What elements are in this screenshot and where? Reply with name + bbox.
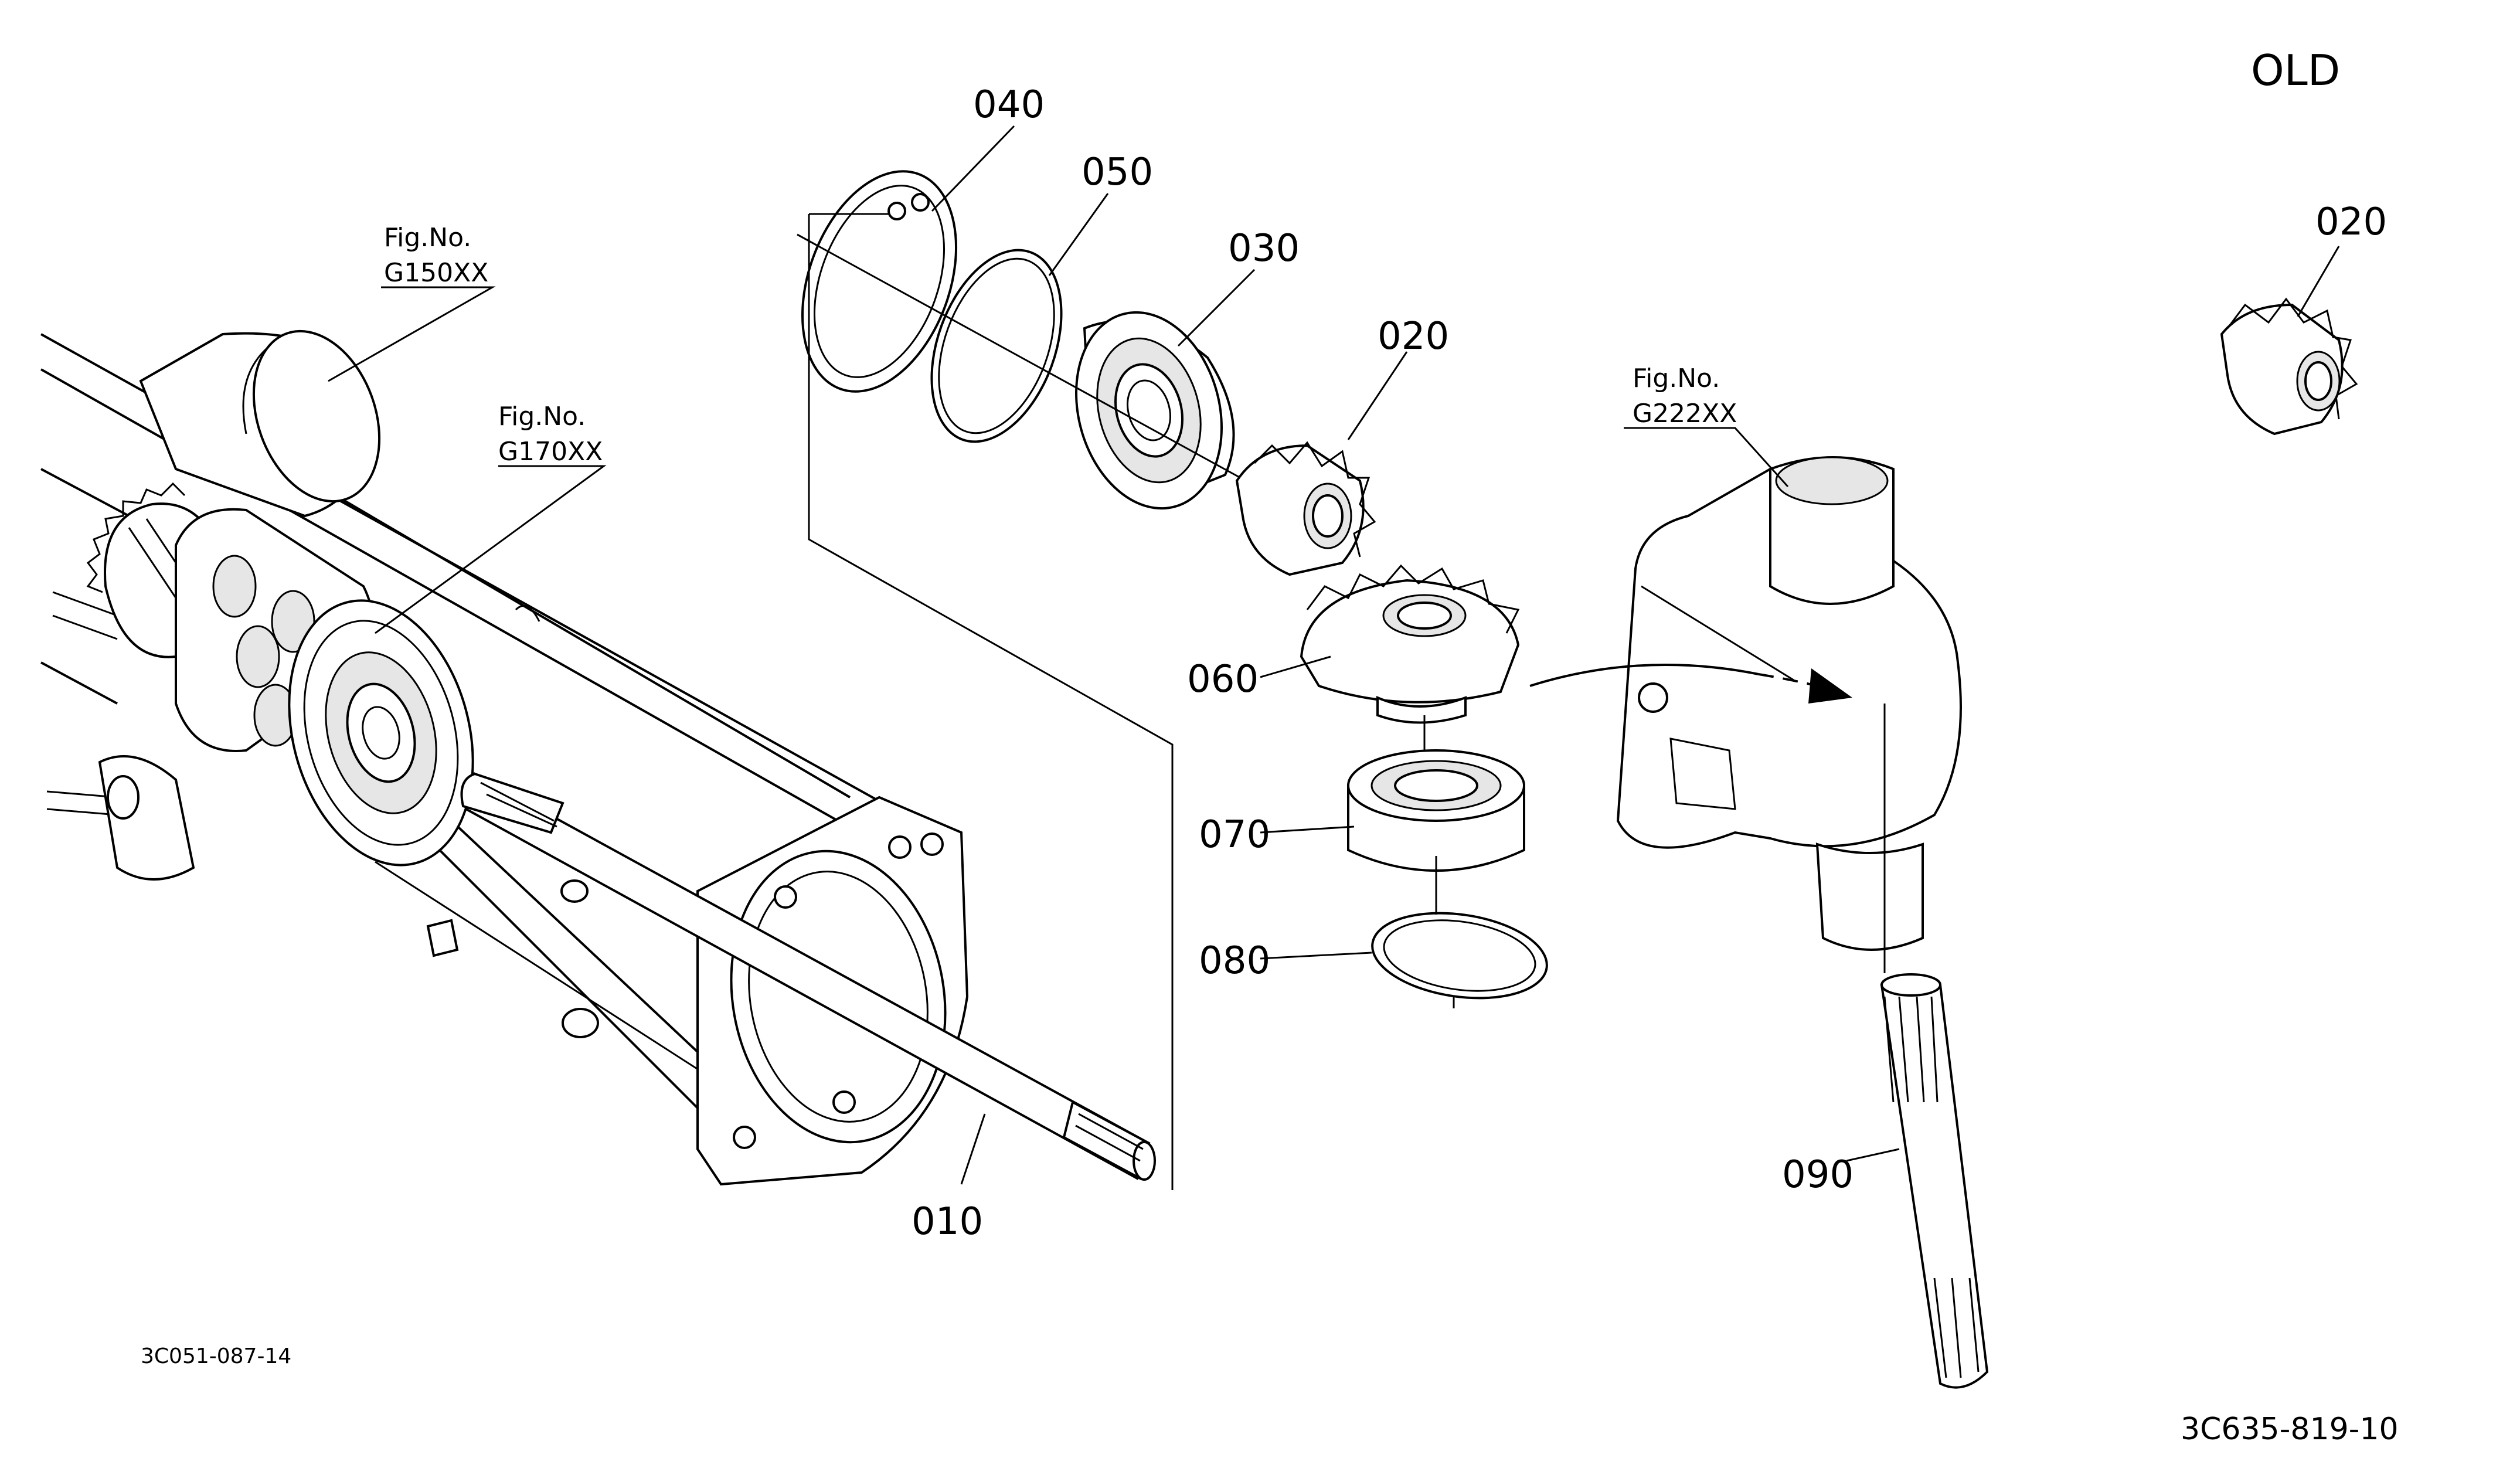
part-label-080: 080	[1199, 939, 1270, 983]
assembly-arrow	[1529, 664, 1852, 704]
fig-ref-g170-prefix: Fig.No.	[498, 402, 586, 431]
part-label-020-old: 020	[2315, 201, 2387, 244]
part-label-060: 060	[1187, 658, 1259, 701]
old-label: OLD	[2251, 46, 2340, 95]
drawing-code-left: 3C051-087-14	[141, 1344, 291, 1368]
fig-ref-g170-code: G170XX	[498, 437, 603, 467]
mount-foot	[98, 604, 599, 1038]
part-label-050: 050	[1082, 151, 1153, 194]
fig-ref-g150-code: G150XX	[384, 258, 488, 288]
drawing-code-right: 3C635-819-10	[2181, 1412, 2399, 1447]
bevel-gear-060	[1300, 564, 1520, 724]
fig-ref-g150-prefix: Fig.No.	[384, 223, 471, 253]
housing-g222	[1616, 456, 1962, 973]
shaft-090	[1880, 973, 1989, 1389]
pinion-gear-020	[1235, 441, 1376, 576]
fig-ref-g222-prefix: Fig.No.	[1633, 363, 1720, 393]
fig-ref-g222-code: G222XX	[1633, 399, 1737, 429]
leader-lines	[328, 125, 2340, 1185]
part-label-090: 090	[1782, 1153, 1854, 1197]
snap-ring-040	[801, 170, 958, 393]
part-label-040: 040	[973, 83, 1045, 127]
ring-050	[930, 249, 1063, 443]
part-label-020: 020	[1378, 315, 1449, 358]
pinion-gear-020-old	[2220, 297, 2358, 436]
part-label-010: 010	[912, 1200, 983, 1243]
exploded-frame	[808, 214, 1174, 1190]
part-label-070: 070	[1199, 813, 1270, 857]
bearing-030	[1075, 311, 1235, 510]
shaft-010	[460, 772, 1156, 1181]
shim-080	[1371, 912, 1548, 1000]
bearing-g170	[288, 599, 474, 866]
bearing-070	[1347, 749, 1525, 872]
part-label-030: 030	[1228, 227, 1300, 270]
